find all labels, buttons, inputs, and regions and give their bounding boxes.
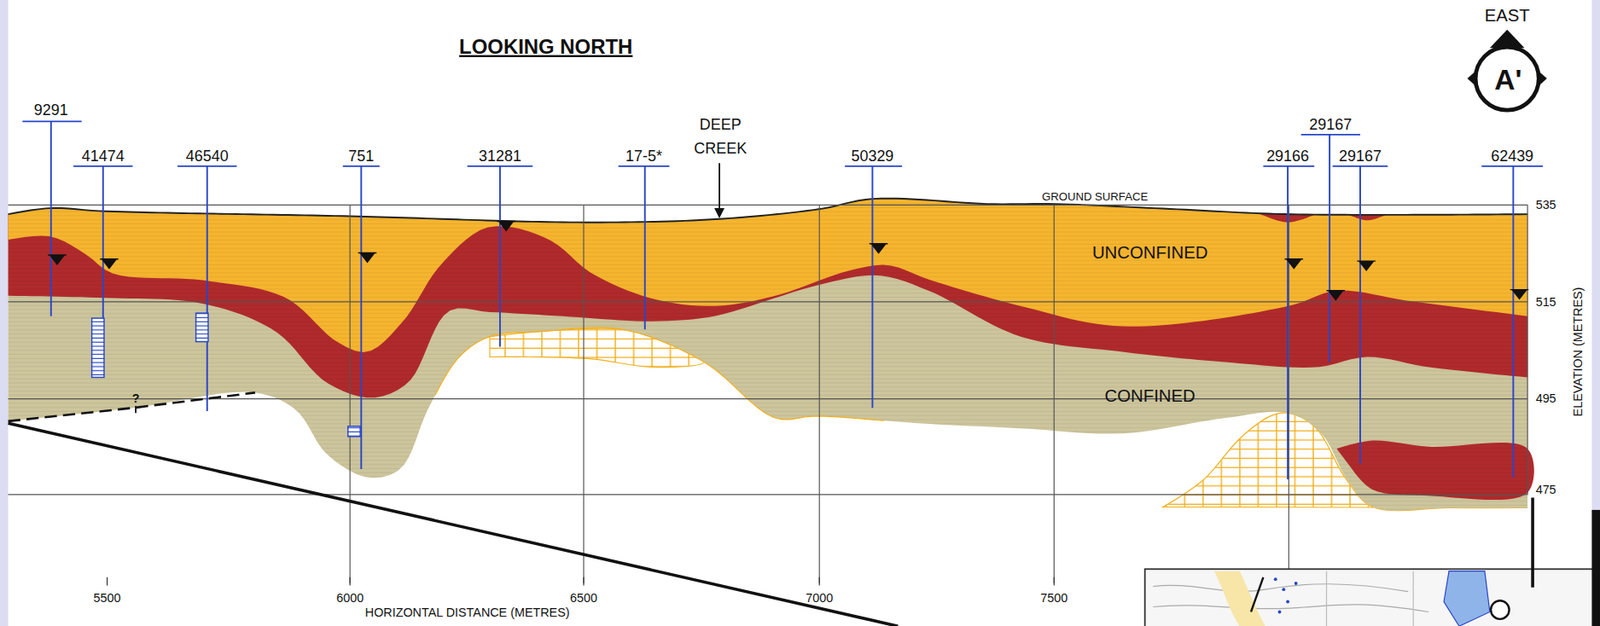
elevation-tick: 535	[1536, 197, 1557, 213]
well-id: 46540	[186, 146, 229, 166]
grid-line	[1053, 204, 1055, 584]
zone-label: CONFINED	[1105, 386, 1196, 408]
grid-line	[8, 398, 1529, 400]
well-id: 41474	[81, 146, 125, 166]
elevation-tick: 515	[1536, 294, 1557, 309]
well-id: 9291	[34, 100, 69, 120]
well-id: 29166	[1266, 146, 1310, 166]
well	[343, 166, 380, 470]
axis-tick	[1053, 577, 1055, 587]
creek-label: DEEP CREEK	[683, 113, 757, 160]
creek-arrow	[714, 162, 725, 219]
inferred-contact-tick	[134, 406, 137, 414]
grid-line	[1526, 204, 1528, 495]
grid-line	[819, 204, 821, 584]
section-title: LOOKING NORTH	[459, 34, 633, 60]
leader-line	[8, 423, 899, 626]
well-id: 29167	[1338, 146, 1382, 166]
direction-label: EAST	[1484, 5, 1531, 27]
well	[22, 121, 82, 316]
well	[467, 166, 534, 348]
axis-tick	[349, 577, 351, 587]
well	[1262, 166, 1315, 480]
grid-line	[8, 204, 1529, 206]
confined-layer	[8, 198, 1529, 512]
frame-bar	[1591, 510, 1600, 626]
well	[73, 166, 133, 379]
uncertain-mark: ?	[132, 391, 140, 407]
well	[1301, 134, 1361, 363]
well	[1332, 166, 1389, 465]
ground-surface	[8, 198, 1529, 223]
contact-line	[435, 327, 885, 421]
zone-label: UNCONFINED	[1092, 244, 1209, 265]
grid-line	[8, 301, 1529, 303]
distance-tick: 5500	[93, 591, 122, 606]
well	[844, 166, 902, 408]
elevation-tick: 475	[1536, 482, 1557, 497]
well-id: 50329	[850, 146, 894, 166]
section-marker: A'	[1494, 63, 1522, 98]
distance-tick: 7500	[1040, 591, 1068, 606]
grid-line	[582, 204, 584, 584]
distance-tick: 6500	[570, 591, 598, 606]
axis-tick	[582, 577, 584, 587]
grid-line	[8, 494, 1529, 495]
axis-title: ELEVATION (METRES)	[1570, 287, 1586, 418]
well	[618, 166, 670, 330]
axis-tick	[819, 577, 821, 587]
well-id: 29167	[1309, 115, 1352, 134]
well-id: 17-5*	[625, 146, 663, 166]
inset-map	[1145, 569, 1595, 626]
axis-title: HORIZONTAL DISTANCE (METRES)	[365, 605, 571, 621]
north-arrow	[1467, 29, 1548, 111]
surface-label: GROUND SURFACE	[1041, 190, 1148, 204]
inferred-contact	[8, 392, 256, 421]
well	[1481, 166, 1543, 478]
leader-line	[1530, 498, 1535, 588]
distance-tick: 7000	[805, 591, 833, 606]
elevation-tick: 495	[1536, 391, 1557, 407]
strata-texture	[8, 198, 1529, 512]
grid-line	[349, 204, 351, 584]
well-id: 62439	[1490, 146, 1534, 166]
well-id: 31281	[478, 146, 522, 166]
axis-tick	[106, 577, 108, 587]
well-id: 751	[348, 146, 374, 166]
well	[177, 166, 237, 412]
distance-tick: 6000	[336, 591, 364, 606]
